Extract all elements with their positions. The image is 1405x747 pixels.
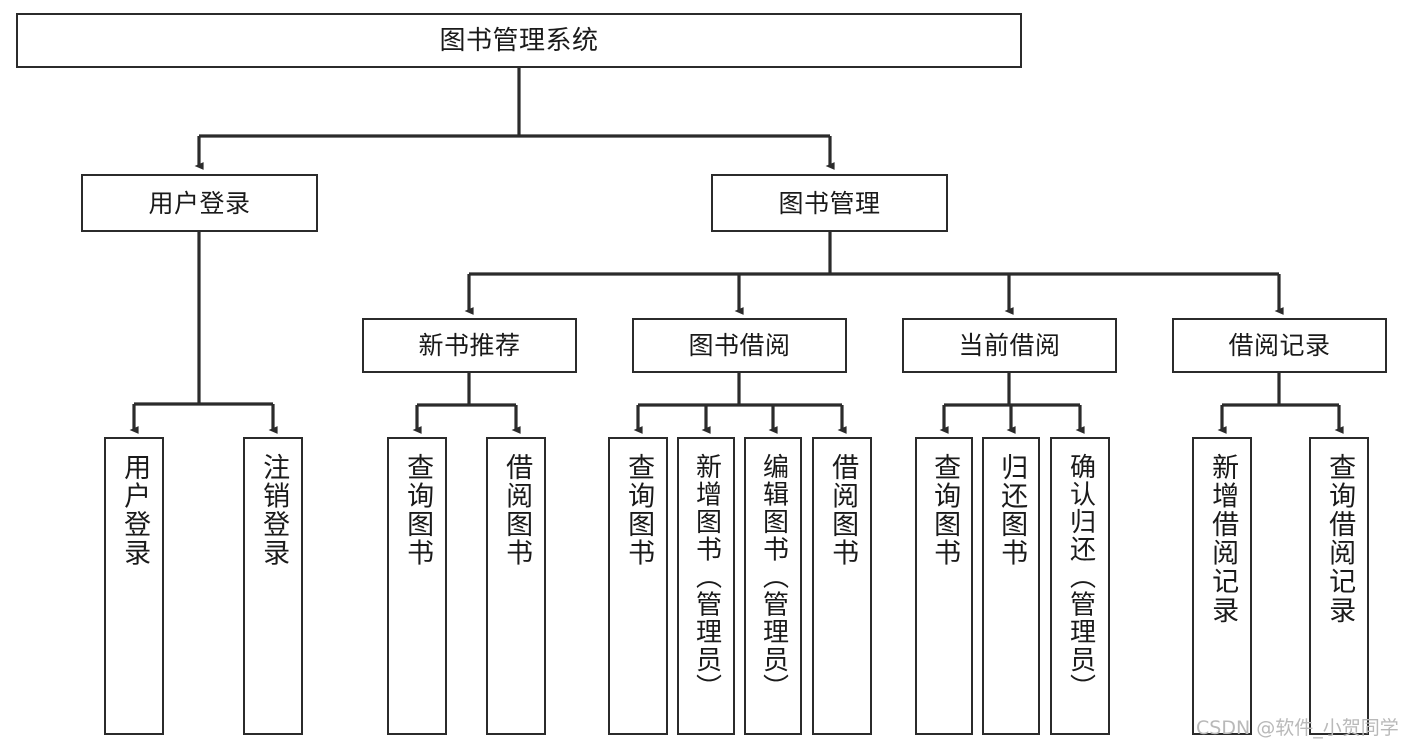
node-book-borrow[interactable]: 图书借阅	[632, 318, 847, 373]
node-label: 查询图书	[402, 453, 434, 568]
node-label: 查询借阅记录	[1324, 453, 1356, 625]
leaf-query-borrow-record[interactable]: 查询借阅记录	[1309, 437, 1369, 735]
leaf-borrow-book[interactable]: 借阅图书	[812, 437, 872, 735]
leaf-query-book-recommend[interactable]: 查询图书	[387, 437, 447, 735]
leaf-borrow-book-recommend[interactable]: 借阅图书	[486, 437, 546, 735]
leaf-query-book-current[interactable]: 查询图书	[915, 437, 973, 735]
node-label: 注销登录	[258, 453, 290, 568]
node-label: 借阅图书	[827, 453, 859, 568]
node-label: 图书借阅	[688, 331, 791, 360]
leaf-add-book-admin[interactable]: 新增图书（管理员）	[677, 437, 735, 735]
node-label: 新书推荐	[418, 331, 521, 360]
leaf-edit-book-admin[interactable]: 编辑图书（管理员）	[744, 437, 802, 735]
node-book-management[interactable]: 图书管理	[711, 174, 948, 232]
csdn-watermark: CSDN @软件_小贺同学	[1196, 717, 1399, 739]
node-label: 确认归还（管理员）	[1065, 453, 1096, 702]
node-current-borrow[interactable]: 当前借阅	[902, 318, 1117, 373]
leaf-query-book-borrow[interactable]: 查询图书	[608, 437, 668, 735]
node-label: 归还图书	[996, 453, 1028, 568]
node-label: 借阅图书	[501, 453, 533, 568]
node-label: 新增借阅记录	[1207, 453, 1239, 625]
node-label: 用户登录	[119, 453, 151, 568]
node-new-book-recommend[interactable]: 新书推荐	[362, 318, 577, 373]
node-label: 查询图书	[623, 453, 655, 568]
node-label: 图书管理系统	[439, 25, 599, 56]
leaf-confirm-return-admin[interactable]: 确认归还（管理员）	[1050, 437, 1110, 735]
leaf-logout[interactable]: 注销登录	[243, 437, 303, 735]
leaf-add-borrow-record[interactable]: 新增借阅记录	[1192, 437, 1252, 735]
node-label: 查询图书	[929, 453, 961, 568]
node-label: 借阅记录	[1228, 331, 1331, 360]
leaf-user-login[interactable]: 用户登录	[104, 437, 164, 735]
node-label: 用户登录	[148, 188, 251, 218]
node-label: 当前借阅	[958, 331, 1061, 360]
node-label: 图书管理	[778, 188, 881, 218]
node-label: 新增图书（管理员）	[691, 453, 722, 702]
node-borrow-record[interactable]: 借阅记录	[1172, 318, 1387, 373]
node-label: 编辑图书（管理员）	[758, 453, 789, 702]
node-root-library-management-system[interactable]: 图书管理系统	[16, 13, 1022, 68]
node-user-login[interactable]: 用户登录	[81, 174, 318, 232]
leaf-return-book[interactable]: 归还图书	[982, 437, 1040, 735]
